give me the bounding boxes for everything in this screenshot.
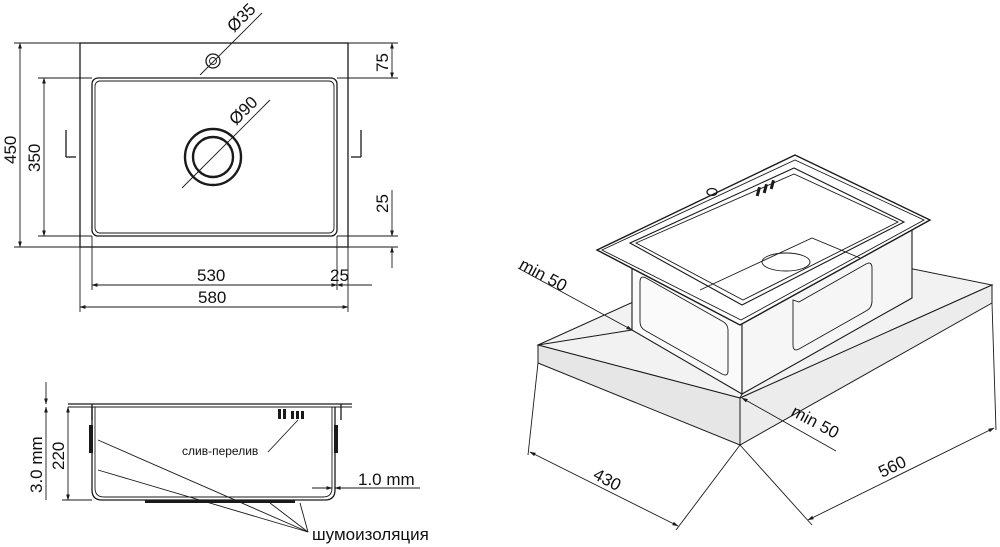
section-marker-right [351,130,362,158]
dim-overall-width: 580 [198,288,226,307]
section-view: слив-перелив 220 3.0 mm 1.0 mm шумоизоля… [27,382,429,544]
top-view: Ø35 Ø90 450 350 75 25 [1,0,398,312]
dim-tap-hole: Ø35 [223,0,259,36]
dim-drain-hole: Ø90 [225,93,261,129]
dim-wall-thickness: 1.0 mm [358,470,415,489]
dim-min-left: min 50 [516,255,570,296]
dim-depth: 220 [49,442,68,470]
dim-cabinet-depth: 430 [590,465,624,495]
dim-bowl-height: 350 [25,144,44,172]
drain-hole [183,127,243,187]
iso-overflow-slots [755,179,775,197]
dim-bottom-margin: 25 [373,194,392,213]
dim-top-thickness: 3.0 mm [27,436,46,493]
label-insulation: шумоизоляция [312,525,429,544]
dim-bowl-width: 530 [197,266,225,285]
tap-hole [205,53,221,69]
overflow-slots [278,409,304,419]
insulation-pad-left [89,425,93,453]
insulation-pad-bottom [145,500,295,503]
bowl-outline [91,77,338,237]
dim-min-front: min 50 [788,402,842,443]
sink-outline [79,42,349,248]
dim-top-margin: 75 [373,53,392,72]
insulation-pad-right [334,425,338,453]
iso-view: min 50 min 50 430 560 [516,154,997,531]
section-marker-left [65,130,76,158]
dim-cabinet-width: 560 [875,452,909,482]
label-overflow: слив-перелив [182,444,258,458]
bowl-opening [628,167,906,306]
iso-tap-hole [706,187,718,197]
dim-overall-height: 450 [1,136,20,164]
dim-side-margin: 25 [330,266,349,285]
bowl-inner-edge [94,80,335,234]
